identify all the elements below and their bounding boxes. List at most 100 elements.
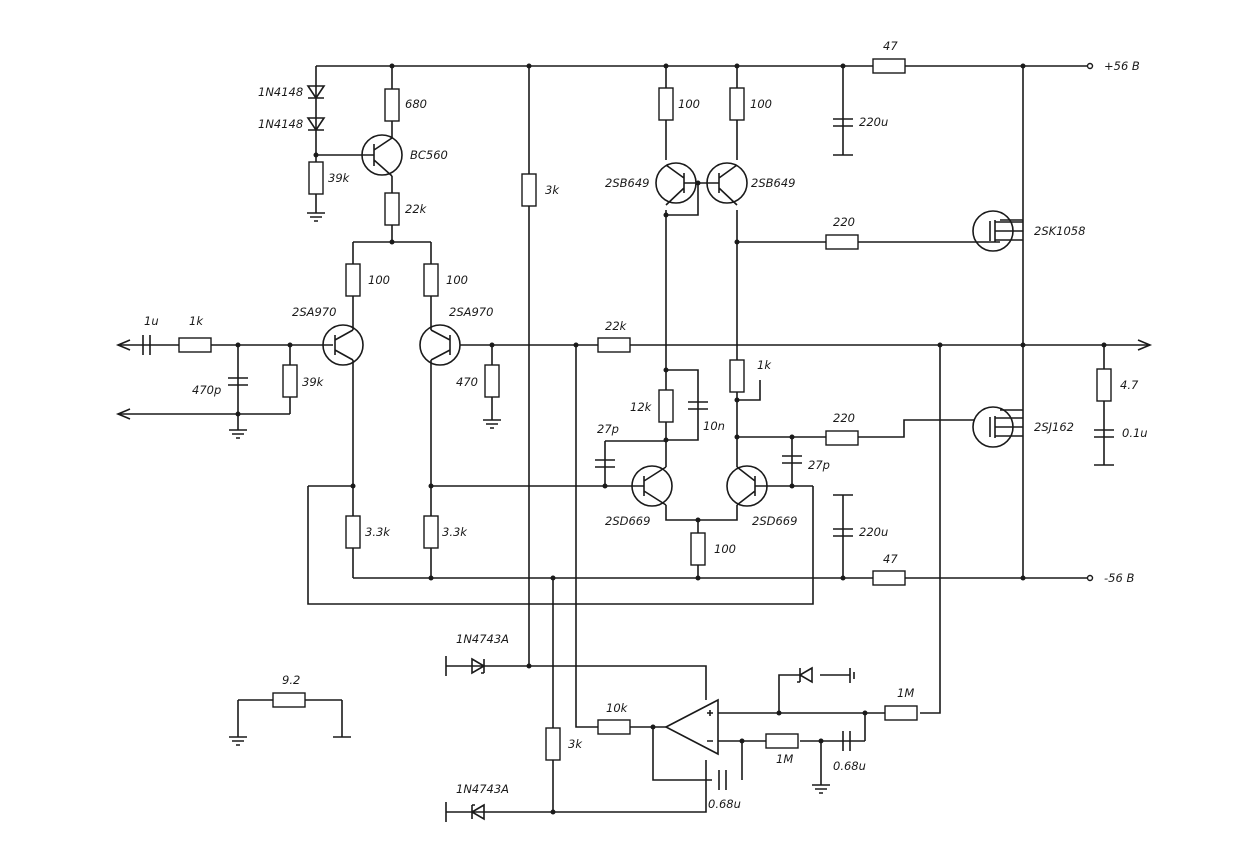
- transistor-2sa970-right: [419, 324, 461, 366]
- label-2sj162: 2SJ162: [1034, 420, 1074, 434]
- label-r-3k-top: 3k: [545, 183, 560, 197]
- label-positive-rail: +56 B: [1104, 59, 1140, 73]
- diode-1n4148-a: [306, 85, 326, 100]
- resistor-100-mirror-left: [658, 87, 674, 121]
- resistor-10k: [597, 719, 631, 735]
- label-c-27p-left: 27p: [597, 422, 619, 436]
- label-c-0-1u: 0.1u: [1122, 426, 1148, 440]
- label-2sa970-right: 2SA970: [449, 305, 493, 319]
- resistor-22k-feedback: [597, 337, 631, 353]
- label-r-100-d: 100: [750, 97, 772, 111]
- terminal-negative: [1086, 574, 1094, 582]
- resistor-39k-input: [282, 364, 298, 398]
- label-r-1k: 1k: [189, 314, 204, 328]
- label-c-0-68u-a: 0.68u: [708, 797, 741, 811]
- capacitor-1u: [142, 335, 151, 355]
- transistor-2sa970-left: [322, 324, 364, 366]
- label-r-1m-b: 1M: [897, 686, 914, 700]
- input-arrow-signal: [115, 339, 131, 351]
- label-2sa970-left: 2SA970: [292, 305, 336, 319]
- label-r-47-top: 47: [883, 39, 898, 53]
- zener-1n4743a-top: [445, 656, 486, 676]
- io: [115, 62, 1153, 582]
- label-r-39k-bias: 39k: [328, 171, 351, 185]
- label-2sb649-right: 2SB649: [751, 176, 795, 190]
- label-r-100-a: 100: [368, 273, 390, 287]
- label-r-3-3k-right: 3.3k: [442, 525, 468, 539]
- diode-1n4148-b: [306, 117, 326, 132]
- resistor-47-bottom: [872, 570, 906, 586]
- zener-opamp: [797, 666, 813, 684]
- transistor-bc560: [361, 134, 403, 177]
- label-c-220u-top: 220u: [859, 115, 888, 129]
- label-bc560: BC560: [410, 148, 448, 162]
- resistor-3-3k-left: [345, 515, 361, 549]
- resistor-1k-input: [178, 337, 212, 353]
- capacitor-220u-bottom: [833, 494, 853, 537]
- resistor-47-top: [872, 58, 906, 74]
- label-2sd669-right: 2SD669: [752, 514, 797, 528]
- label-r-470: 470: [456, 375, 478, 389]
- label-r-47-bottom: 47: [883, 552, 898, 566]
- label-d2: 1N4148: [258, 117, 303, 131]
- input-arrow-ground: [115, 408, 131, 420]
- capacitors: [142, 118, 1114, 790]
- capacitor-10n: [688, 401, 708, 410]
- resistor-100-ltp-left: [345, 263, 361, 297]
- label-c-470p: 470p: [192, 383, 221, 397]
- resistor-470: [484, 364, 500, 398]
- label-r-12k: 12k: [630, 400, 653, 414]
- label-2sb649-left: 2SB649: [605, 176, 649, 190]
- label-r-4-7: 4.7: [1120, 378, 1139, 392]
- label-r-22k-source: 22k: [405, 202, 428, 216]
- transistors: [322, 134, 1023, 507]
- resistors: [178, 58, 1112, 761]
- label-c-27p-right: 27p: [808, 458, 830, 472]
- label-r-22k-feedback: 22k: [605, 319, 628, 333]
- opamp: [664, 698, 719, 756]
- ground-symbols: [229, 212, 855, 794]
- resistor-220-bottom: [825, 430, 859, 446]
- label-r-100-b: 100: [446, 273, 468, 287]
- label-r-10k: 10k: [606, 701, 629, 715]
- label-r-3k-bottom: 3k: [568, 737, 583, 751]
- terminal-positive: [1086, 62, 1094, 70]
- label-r-1m-a: 1M: [776, 752, 793, 766]
- label-c-10n: 10n: [703, 419, 725, 433]
- label-pot-1k: 1k: [757, 358, 772, 372]
- resistor-220-top: [825, 234, 859, 250]
- resistor-3k-bottom: [545, 727, 561, 761]
- junction-dots: [235, 63, 1107, 815]
- label-c-1u: 1u: [144, 314, 159, 328]
- transistor-2sd669-right: [726, 465, 768, 507]
- label-r-220-bottom: 220: [833, 411, 855, 425]
- mosfet-2sk1058: [972, 210, 1023, 252]
- output-arrow: [1137, 339, 1153, 351]
- label-c-220u-bottom: 220u: [859, 525, 888, 539]
- potentiometer-1k: [729, 359, 745, 393]
- transistor-2sd669-left: [631, 465, 673, 507]
- diodes: [306, 85, 813, 822]
- component-labels: +56 B -56 B 1N4148 1N4148 680 BC560 39k …: [144, 39, 1148, 811]
- resistor-22k-source: [384, 192, 400, 226]
- capacitor-27p-left: [595, 459, 615, 468]
- label-c-0-68u-b: 0.68u: [833, 759, 866, 773]
- resistor-100-ltp-right: [423, 263, 439, 297]
- resistor-680: [384, 88, 400, 122]
- label-r-9-2-load: 9.2: [282, 673, 300, 687]
- capacitor-220u-top: [833, 118, 853, 156]
- label-negative-rail: -56 B: [1104, 571, 1134, 585]
- capacitor-27p-right: [782, 455, 802, 464]
- label-zener-bottom: 1N4743A: [456, 782, 509, 796]
- label-2sk1058: 2SK1058: [1034, 224, 1085, 238]
- resistor-3-3k-right: [423, 515, 439, 549]
- label-r-220-top: 220: [833, 215, 855, 229]
- label-r-100-c: 100: [678, 97, 700, 111]
- capacitor-0-68u-b: [842, 731, 851, 751]
- mosfet-2sj162: [972, 406, 1023, 448]
- resistor-1m-b: [884, 705, 918, 721]
- capacitor-0-68u-a: [718, 770, 727, 790]
- transistor-2sb649-right: [698, 162, 748, 206]
- capacitor-470p: [228, 377, 248, 386]
